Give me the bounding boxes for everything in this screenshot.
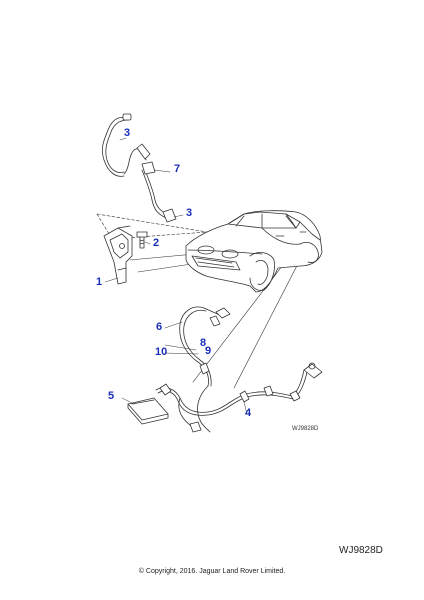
diagram-ref-small: WJ9828D	[292, 426, 319, 432]
sensor-pad	[127, 397, 169, 425]
car-illustration	[185, 210, 323, 293]
callout-9: 9	[205, 345, 212, 357]
callout-3-upper: 3	[124, 127, 131, 139]
callout-7: 7	[174, 163, 181, 175]
callout-3-lower: 3	[186, 207, 193, 219]
callout-5: 5	[108, 390, 115, 402]
sensor-harness-upper	[101, 113, 177, 223]
leader-lines	[129, 247, 305, 389]
callout-10: 10	[155, 346, 168, 358]
sensor-bracket	[103, 225, 133, 285]
diagram-ref: WJ9828D	[339, 545, 383, 556]
copyright-notice: © Copyright, 2016. Jaguar Land Rover Lim…	[138, 568, 286, 575]
callout-6: 6	[156, 321, 163, 333]
callout-1: 1	[96, 276, 103, 288]
bolt	[136, 231, 148, 249]
harness-main	[155, 362, 323, 433]
harness-lower	[179, 306, 231, 433]
callout-8: 8	[200, 337, 207, 349]
callout-2: 2	[153, 237, 160, 249]
callout-leaders	[104, 137, 248, 415]
callout-4: 4	[245, 407, 252, 419]
